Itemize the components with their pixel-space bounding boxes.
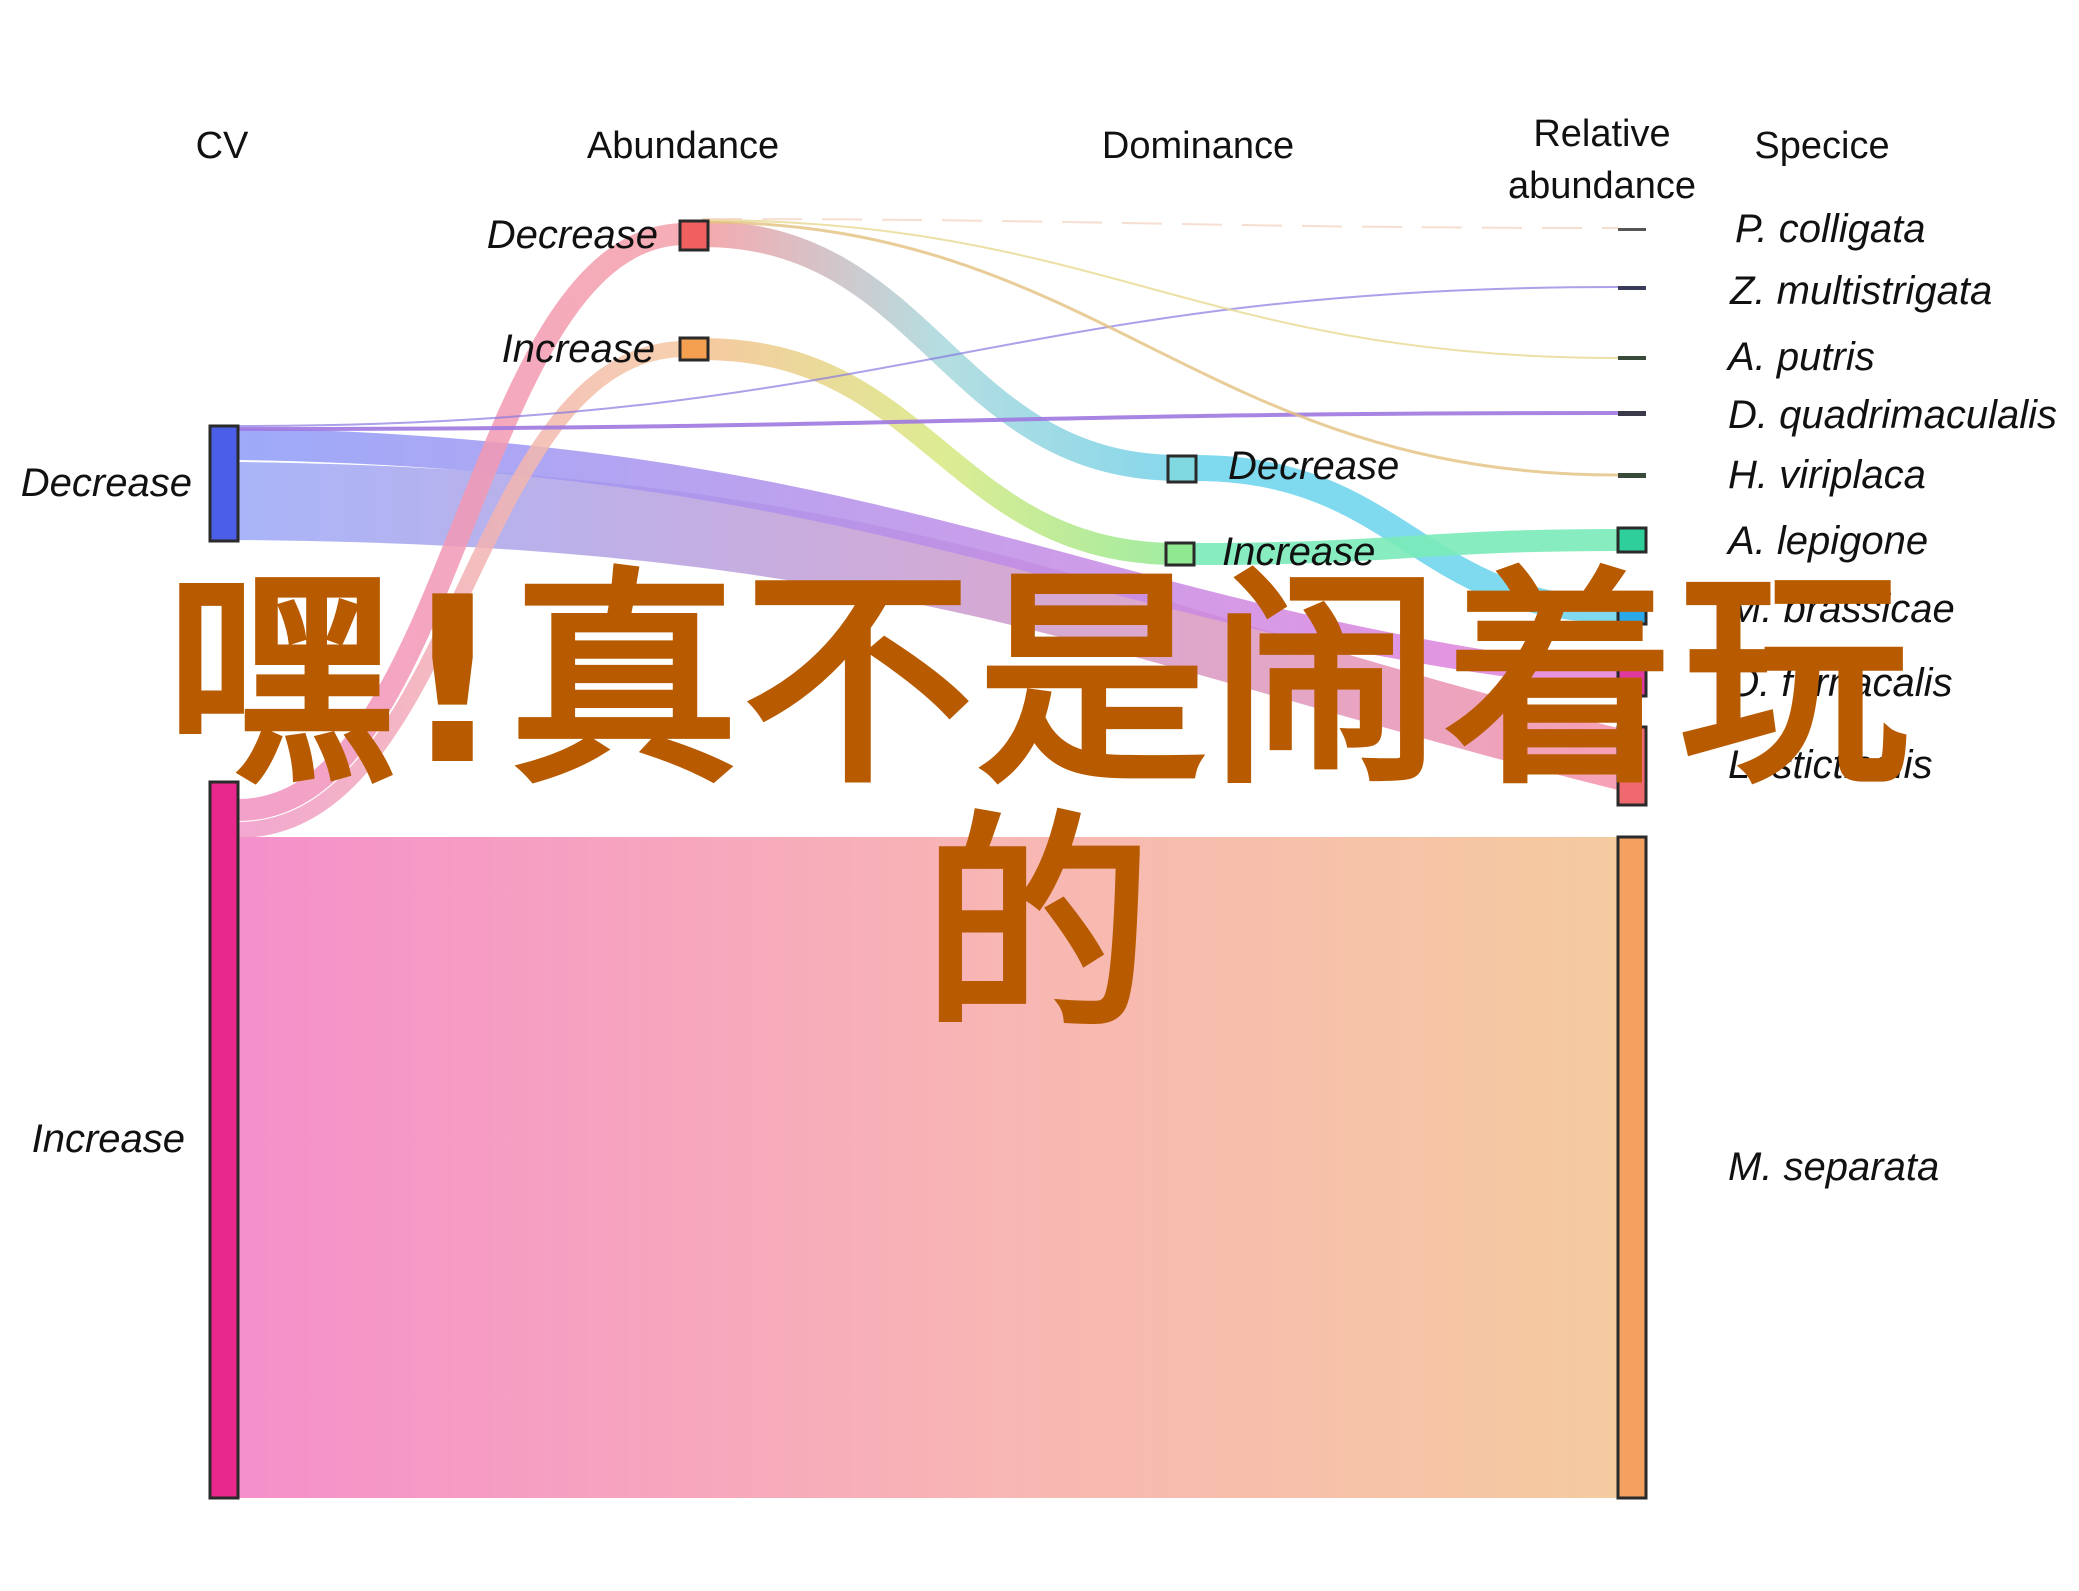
node-cv-increase [208,780,240,1500]
label-species-3: D. quadrimaculalis [1728,393,2057,437]
column-header-cv: CV [196,125,249,167]
label-species-2: A. putris [1726,335,1875,379]
label-species-7: O. furnacalis [1728,661,1953,705]
flow-abundance-decrease-to-a-putris [701,219,1619,359]
label-dominance-decrease: Decrease [1228,444,1399,488]
flow-abundance-decrease-to-dominance-decrease [701,221,1181,481]
species-nodes [1616,228,1648,1500]
node-species-5 [1616,526,1648,554]
node-species-8 [1616,725,1648,807]
label-species-4: H. viriplaca [1728,453,1926,497]
flow-abundance-decrease-to-p-colligata [701,218,1619,229]
flow-cv-increase-to-m-separata [238,837,1618,1498]
node-species-6 [1616,596,1648,626]
label-dominance-increase: Increase [1222,530,1375,574]
label-cv-increase: Increase [32,1117,185,1161]
label-species-1: Z. multistrigata [1729,269,1992,313]
node-cv-decrease [208,424,240,543]
node-species-7 [1616,664,1648,698]
label-abundance-increase: Increase [502,327,655,371]
label-species-9: M. separata [1728,1145,1939,1189]
label-species-8: L. sticticalis [1728,743,1933,787]
node-abundance-decrease [678,219,710,252]
node-species-9 [1616,835,1648,1500]
node-species-4 [1618,473,1646,478]
label-cv-decrease: Decrease [21,461,192,505]
node-species-1 [1618,286,1646,290]
flow-cv-decrease-to-z-multistrigata [237,286,1619,427]
label-species-0: P. colligata [1735,207,1926,251]
node-species-3 [1618,411,1646,416]
column-header-relative-line2: abundance [1508,165,1696,207]
flow-cv-decrease-to-d-quadrimaculalis [237,411,1619,431]
flow-cv-decrease-to-o-furnacalis [238,428,1618,690]
node-abundance-increase [678,336,710,362]
node-dominance-increase [1164,541,1196,567]
flow-abundance-increase-to-dominance-increase [701,338,1179,565]
flow-cv-decrease-to-l-sticticalis [238,462,1618,790]
label-abundance-decrease: Decrease [487,213,658,257]
column-header-dominance: Dominance [1102,125,1294,167]
flow-cv-increase-to-abundance-increase [237,341,687,838]
column-header-abundance: Abundance [587,125,779,167]
node-species-0 [1618,228,1646,231]
flow-abundance-decrease-to-h-viriplaca [701,220,1619,477]
node-dominance-decrease [1166,454,1198,484]
column-header-species: Specice [1754,125,1889,167]
label-species-5: A. lepigone [1726,519,1928,563]
flow-cv-increase-to-abundance-decrease [237,223,687,821]
column-header-relative-line1: Relative [1533,113,1670,155]
label-species-6: M. brassicae [1728,587,1955,631]
species-labels: P. colligata Z. multistrigata A. putris D. … [1726,207,2057,1189]
flow-dominance-increase-to-a-lepigone [1193,529,1619,565]
flow-links [237,218,1619,1498]
node-species-2 [1618,356,1646,360]
